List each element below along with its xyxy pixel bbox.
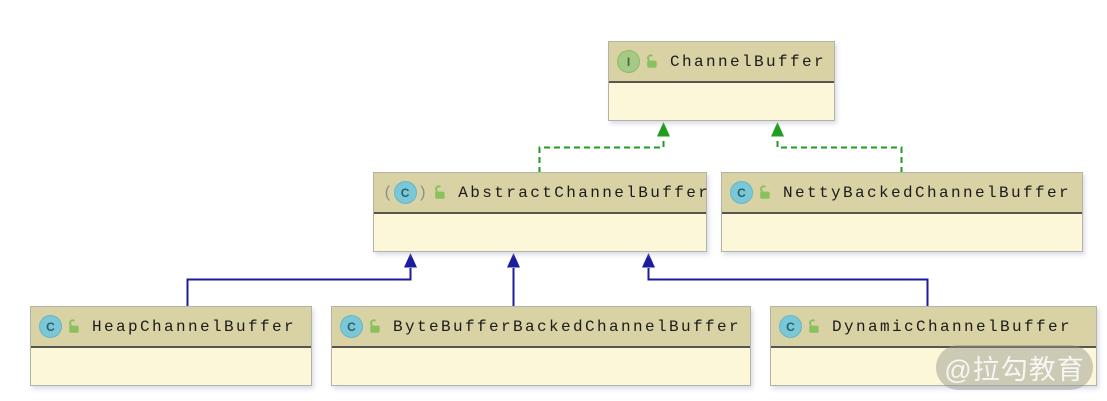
implements-edge-abstract-channel-buffer — [538, 137, 665, 173]
node-header: C ByteBufferBackedChannelBuffer — [332, 307, 750, 348]
unlock-icon — [69, 319, 79, 333]
node-body — [332, 348, 750, 383]
class-node-heap-channel-buffer[interactable]: C HeapChannelBuffer — [30, 306, 312, 386]
node-body — [722, 214, 1082, 249]
class-node-abstract-channel-buffer[interactable]: ( C ) AbstractChannelBuffer — [373, 172, 708, 252]
watermark-badge: @拉勾教育 — [936, 345, 1093, 390]
class-icon: C — [730, 181, 753, 204]
node-header: I ChannelBuffer — [609, 42, 834, 83]
class-node-channel-buffer[interactable]: I ChannelBuffer — [608, 41, 835, 121]
class-name-label: ByteBufferBackedChannelBuffer — [393, 317, 742, 336]
class-name-label: HeapChannelBuffer — [92, 317, 297, 336]
node-header: C DynamicChannelBuffer — [771, 307, 1096, 348]
watermark-text: @拉勾教育 — [944, 355, 1085, 385]
extends-arrowhead — [404, 253, 417, 268]
unlock-icon — [435, 185, 445, 199]
node-header: C NettyBackedChannelBuffer — [722, 173, 1082, 214]
node-header: ( C ) AbstractChannelBuffer — [374, 173, 708, 214]
node-body — [374, 214, 706, 249]
implements-edge-netty-backed-channel-buffer — [776, 137, 903, 173]
class-icon: C — [779, 315, 802, 338]
class-name-label: DynamicChannelBuffer — [832, 317, 1073, 336]
node-body — [609, 83, 834, 118]
node-header: C HeapChannelBuffer — [31, 307, 311, 348]
class-node-dynamic-channel-buffer[interactable]: C DynamicChannelBuffer — [770, 306, 1097, 386]
unlock-icon — [647, 54, 657, 68]
extends-edge-dynamic-channel-buffer — [647, 268, 929, 307]
class-name-label: NettyBackedChannelBuffer — [783, 183, 1072, 202]
implements-arrowhead — [771, 122, 784, 137]
implements-arrowhead — [657, 122, 670, 137]
class-node-netty-backed-channel-buffer[interactable]: C NettyBackedChannelBuffer — [721, 172, 1083, 252]
abstract-class-icon: ( C ) — [382, 181, 428, 204]
class-name-label: ChannelBuffer — [670, 52, 827, 71]
extends-edge-heap-channel-buffer — [186, 268, 412, 307]
unlock-icon — [370, 319, 380, 333]
unlock-icon — [760, 185, 770, 199]
unlock-icon — [809, 319, 819, 333]
node-body — [31, 348, 311, 383]
class-node-byte-buffer-backed-channel-buffer[interactable]: C ByteBufferBackedChannelBuffer — [331, 306, 751, 386]
interface-icon: I — [617, 50, 640, 73]
class-icon: C — [340, 315, 363, 338]
extends-arrowhead — [642, 253, 655, 268]
extends-arrowhead — [507, 253, 520, 268]
class-name-label: AbstractChannelBuffer — [458, 183, 711, 202]
class-icon: C — [39, 315, 62, 338]
